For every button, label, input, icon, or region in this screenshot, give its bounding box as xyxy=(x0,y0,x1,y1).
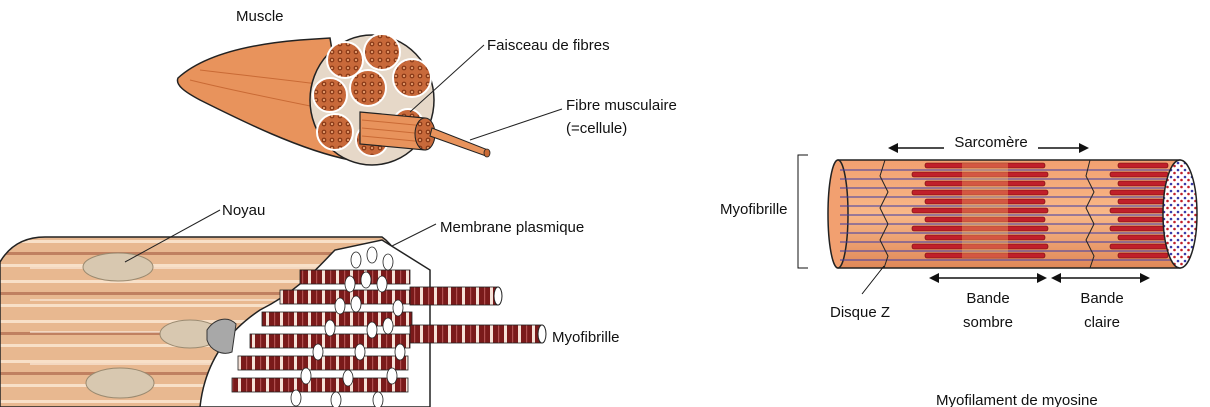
leader-fiber xyxy=(470,109,562,140)
label-fascicle: Faisceau de fibres xyxy=(487,37,610,54)
muscle-illustration xyxy=(177,34,490,165)
label-light-band-line1: Bande xyxy=(1080,290,1123,307)
label-fiber-line2: (=cellule) xyxy=(566,120,627,137)
label-dark-band-line1: Bande xyxy=(966,290,1009,307)
label-muscle: Muscle xyxy=(236,8,284,25)
myosin-filaments xyxy=(912,163,1168,258)
myofibril-illustration xyxy=(828,160,1197,268)
leader-membrane xyxy=(392,224,436,246)
dark-band-arrow xyxy=(929,273,1047,283)
label-fiber-line1: Fibre musculaire xyxy=(566,97,677,114)
label-nucleus: Noyau xyxy=(222,202,265,219)
nucleus xyxy=(83,253,153,281)
muscle-fiber-illustration xyxy=(0,237,546,407)
label-membrane: Membrane plasmique xyxy=(440,219,584,236)
myofibril-bracket xyxy=(798,155,808,268)
label-z-disc: Disque Z xyxy=(830,304,890,321)
light-band-arrow xyxy=(1051,273,1150,283)
label-myofibril-left: Myofibrille xyxy=(552,329,620,346)
label-sarcomere: Sarcomère xyxy=(954,134,1027,151)
label-light-band-line2: claire xyxy=(1084,314,1120,331)
label-dark-band-line2: sombre xyxy=(963,314,1013,331)
extracted-fascicle xyxy=(360,112,435,150)
leader-z-disc xyxy=(862,266,884,294)
myofibril-end-cap xyxy=(1163,160,1197,268)
label-myosin-filament: Myofilament de myosine xyxy=(936,392,1098,407)
extracted-fiber xyxy=(430,128,490,157)
nucleus-3 xyxy=(86,368,154,398)
label-myofibril-right: Myofibrille xyxy=(720,201,788,218)
